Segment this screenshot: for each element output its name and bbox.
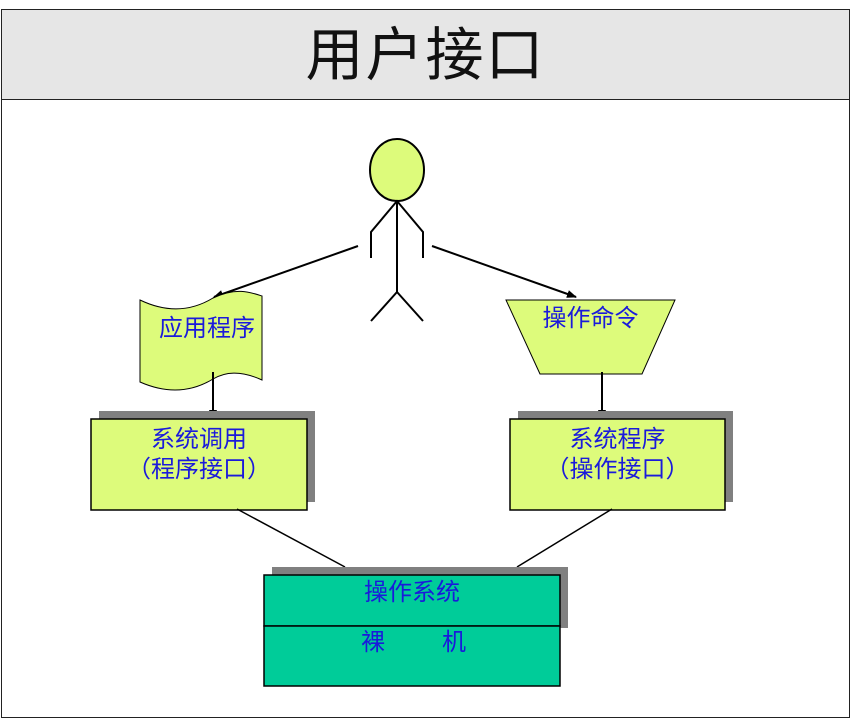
os-box <box>263 574 561 627</box>
connector-sysprog-to-os <box>516 508 613 568</box>
title-bar: 用户接口 <box>1 9 850 100</box>
user-figure-icon <box>369 138 425 322</box>
app-program-shape <box>139 290 263 391</box>
bare-machine-box <box>263 625 561 687</box>
sysprog-box <box>509 418 726 511</box>
command-label: 操作命令 <box>542 304 639 332</box>
connector-syscall-to-os <box>236 508 346 568</box>
syscall-label-line1: 系统调用 <box>151 425 247 453</box>
syscall-label-line2: （程序接口） <box>127 455 271 483</box>
arrow-user-to-command <box>431 245 577 298</box>
os-label: 操作系统 <box>364 578 460 606</box>
page-title: 用户接口 <box>305 20 546 89</box>
bare-machine-label-left: 裸 <box>361 628 385 656</box>
app-program-label: 应用程序 <box>159 314 255 342</box>
arrow-user-to-app <box>213 245 359 298</box>
syscall-box <box>90 418 308 511</box>
sysprog-label-line1: 系统程序 <box>569 425 666 453</box>
bare-machine-label-right: 机 <box>442 628 466 656</box>
sysprog-label-line2: （操作接口） <box>545 455 690 483</box>
command-shape <box>505 299 676 375</box>
